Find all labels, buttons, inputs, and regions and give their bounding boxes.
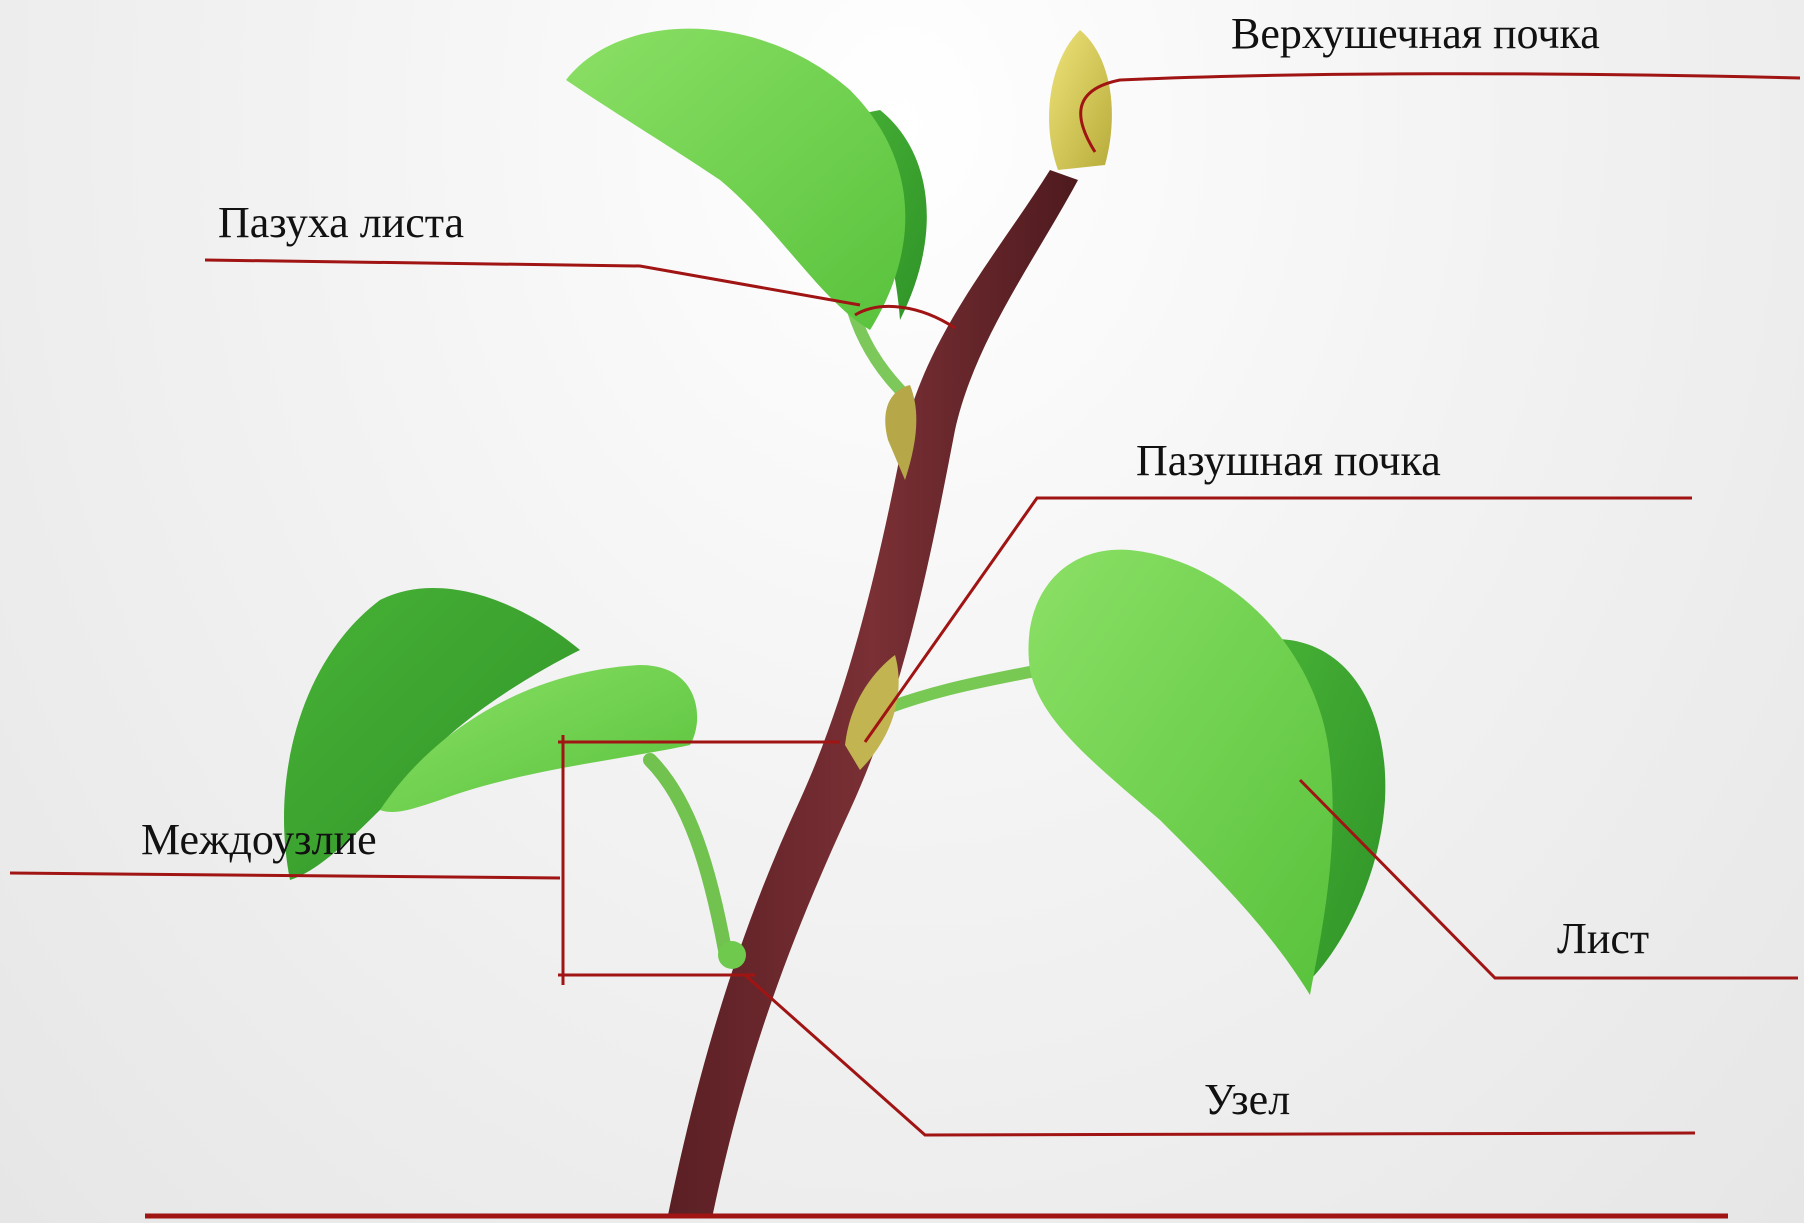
label-node: Узел (1204, 1078, 1290, 1122)
label-apical-bud: Верхушечная почка (1231, 12, 1600, 56)
leader-leaf-axil (205, 260, 860, 305)
right-leaf (870, 550, 1385, 995)
right-leaf-blade-light (1028, 550, 1332, 995)
apical-bud (1049, 30, 1112, 170)
left-leaf (284, 588, 725, 950)
upper-leaf-blade (566, 29, 905, 330)
leader-internode (10, 873, 560, 878)
label-internode: Междоузлие (141, 818, 377, 862)
label-axillary-bud: Пазушная почка (1136, 439, 1441, 483)
left-leaf-petiole (650, 760, 725, 950)
leader-apical-bud (1081, 74, 1800, 152)
label-leaf: Лист (1557, 917, 1649, 961)
upper-leaf (566, 29, 927, 395)
left-leaf-base-node (718, 941, 746, 969)
label-leaf-axil: Пазуха листа (218, 201, 464, 245)
